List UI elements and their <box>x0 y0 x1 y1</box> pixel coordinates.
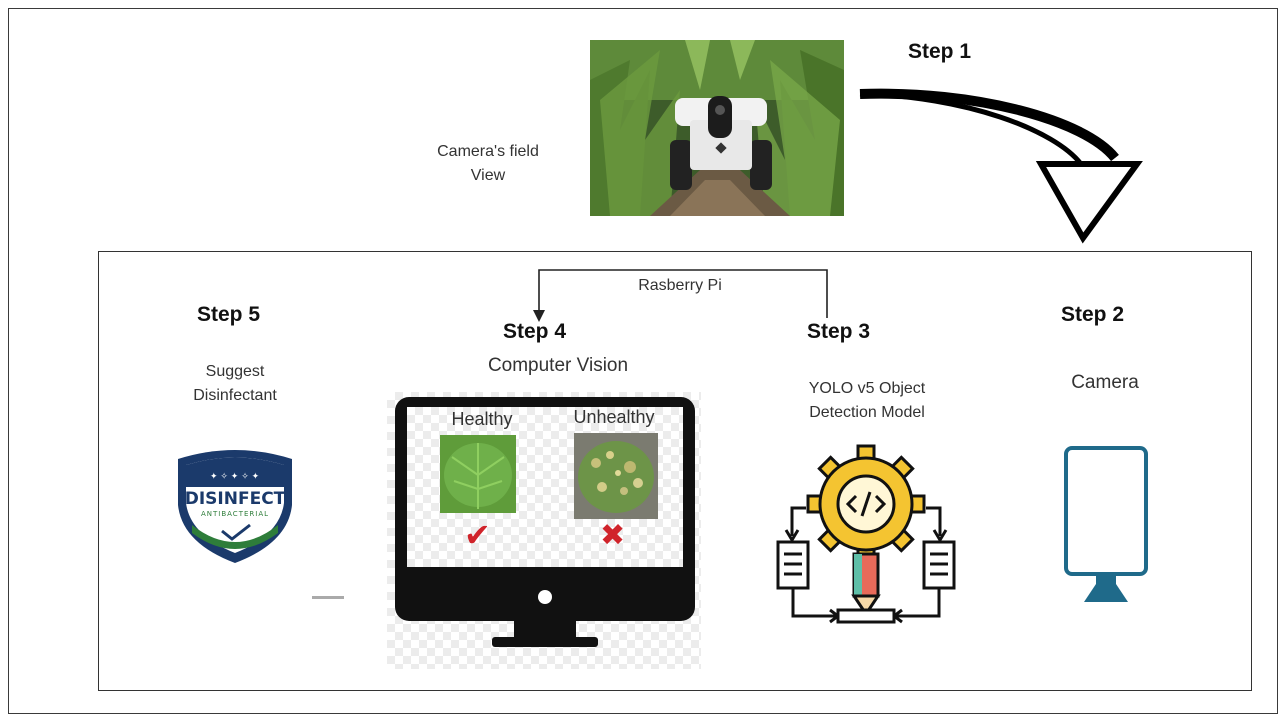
step1-label: Step 1 <box>908 40 972 63</box>
step5-description: Suggest Disinfectant <box>193 363 277 404</box>
step2-label: Step 2 <box>1061 303 1125 326</box>
monitor-base <box>492 637 598 647</box>
pipeline-box <box>98 251 1252 691</box>
disinfect-shield-icon: ✦ ✧ ✦ ✧ ✦ <box>178 450 292 563</box>
small-mark <box>312 596 344 599</box>
rasberry-pi-label: Rasberry Pi <box>638 277 722 294</box>
unhealthy-label: Unhealthy <box>573 407 655 427</box>
check-mark-icon: ✔ <box>464 516 491 554</box>
camera-display-icon <box>1064 446 1148 602</box>
step3-label: Step 3 <box>807 320 871 343</box>
step2-description: Camera <box>1071 372 1139 393</box>
svg-text:✦ ✧ ✦ ✧ ✦: ✦ ✧ ✦ ✧ ✦ <box>210 472 260 482</box>
step4-label: Step 4 <box>503 320 567 343</box>
cross-mark-icon: ✖ <box>600 518 626 553</box>
badge-title: DISINFECT <box>184 489 286 509</box>
step4-description: Computer Vision <box>487 355 629 376</box>
diagram-frame <box>8 8 1278 714</box>
yolo-gear-model-icon <box>776 444 956 624</box>
step3-description: YOLO v5 Object Detection Model <box>808 380 926 421</box>
camera-field-view-caption: Camera's field View <box>437 143 539 184</box>
healthy-leaf-image <box>440 435 516 513</box>
disinfect-badge: ✦ ✧ ✦ ✧ ✦ DISINFECT ANTIBACTERIAL <box>170 447 300 567</box>
power-led <box>538 590 552 604</box>
monitor: Healthy ✔ Unhealthy ✖ <box>392 393 698 651</box>
robot-field-photo <box>590 40 844 216</box>
unhealthy-leaf-icon <box>578 441 654 513</box>
step5-label: Step 5 <box>197 303 261 326</box>
healthy-leaf-icon <box>444 443 512 509</box>
curved-arrow-icon <box>859 88 1143 244</box>
robot-field-illustration <box>590 40 844 216</box>
healthy-label: Healthy <box>451 409 513 429</box>
rasberry-pi-connector <box>533 269 828 322</box>
monitor-stand <box>514 621 576 639</box>
badge-subtitle: ANTIBACTERIAL <box>200 510 270 518</box>
unhealthy-leaf-image <box>574 433 658 519</box>
